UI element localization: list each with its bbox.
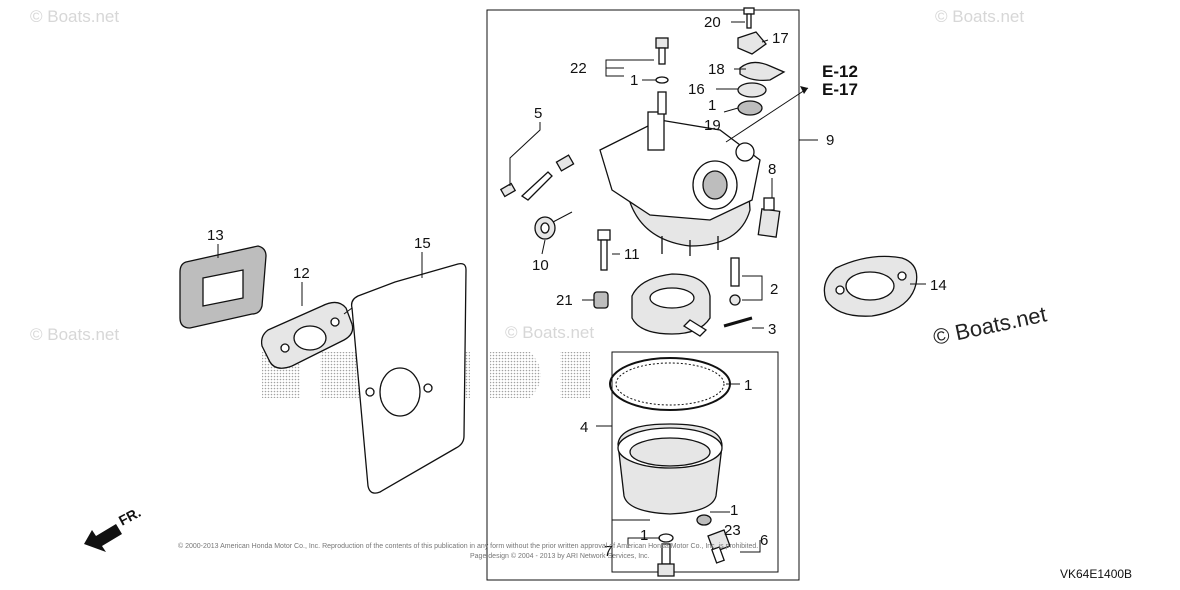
part-11-main-jet[interactable] <box>597 229 611 271</box>
part-5-pilot-screw-set[interactable] <box>499 154 575 201</box>
callout-1-gasket[interactable]: 1 <box>744 377 752 394</box>
watermark-top-left: © Boats.net <box>30 7 119 26</box>
part-18-lever[interactable] <box>739 61 786 82</box>
part-19-seal[interactable] <box>737 100 763 116</box>
part-15-plate[interactable] <box>350 262 467 494</box>
callout-3[interactable]: 3 <box>768 321 776 338</box>
watermark-top-right: © Boats.net <box>935 7 1024 26</box>
copyright-line-2: Page design © 2004 - 2013 by ARI Network… <box>470 552 650 560</box>
front-arrow-icon <box>84 524 122 552</box>
watermark-boats-net: © Boats.net <box>931 301 1049 349</box>
assembly-frame <box>486 9 800 581</box>
callout-5[interactable]: 5 <box>534 105 542 122</box>
part-22-screw[interactable] <box>655 37 669 65</box>
callout-13[interactable]: 13 <box>207 227 224 244</box>
callout-17[interactable]: 17 <box>772 30 789 47</box>
part-1-washer-top[interactable] <box>655 76 669 84</box>
carburetor-float[interactable] <box>631 273 711 337</box>
callout-22[interactable]: 22 <box>570 60 587 77</box>
callout-6[interactable]: 6 <box>760 532 768 549</box>
callout-19[interactable]: 19 <box>704 117 721 134</box>
part-10-throttle-stop-screw[interactable] <box>534 211 573 240</box>
watermark-center: © Boats.net <box>505 323 594 342</box>
part-4-float-chamber[interactable] <box>617 423 723 515</box>
part-1-float-chamber-gasket[interactable] <box>609 357 731 411</box>
diagram-code: VK64E1400B <box>1060 567 1132 581</box>
part-14-gasket[interactable] <box>823 255 918 317</box>
callout-8[interactable]: 8 <box>768 161 776 178</box>
part-21-jet[interactable] <box>593 291 609 309</box>
reference-e17[interactable]: E-17 <box>822 80 858 99</box>
front-label: FR. <box>116 504 143 529</box>
part-16-spring[interactable] <box>737 82 767 98</box>
callout-23[interactable]: 23 <box>724 522 741 539</box>
part-17-lever[interactable] <box>737 31 767 55</box>
callout-18[interactable]: 18 <box>708 61 725 78</box>
callout-11[interactable]: 11 <box>624 246 640 263</box>
callout-12[interactable]: 12 <box>293 265 310 282</box>
part-12-insulator[interactable] <box>260 301 354 369</box>
part-1-stem <box>657 91 667 115</box>
reference-e12[interactable]: E-12 <box>822 62 858 81</box>
callout-1-bolt[interactable]: 1 <box>640 527 648 544</box>
callout-20[interactable]: 20 <box>704 14 721 31</box>
part-3-float-pin[interactable] <box>723 316 753 328</box>
callout-labels: 20 17 22 1 18 16 1 19 5 9 8 13 15 12 10 … <box>207 14 947 560</box>
carburetor-body[interactable] <box>599 111 761 256</box>
callout-10[interactable]: 10 <box>532 257 549 274</box>
copyright-line-1: © 2000-2013 American Honda Motor Co., In… <box>178 542 758 550</box>
part-20-screw[interactable] <box>743 7 755 29</box>
part-8-bracket[interactable] <box>757 197 781 238</box>
part-2-float-valve[interactable] <box>729 257 741 306</box>
part-13-gasket[interactable] <box>179 245 267 329</box>
callout-1-seal[interactable]: 1 <box>708 97 716 114</box>
callout-21[interactable]: 21 <box>556 292 573 309</box>
callout-7[interactable]: 7 <box>604 543 612 560</box>
part-6-drain-bolt[interactable] <box>696 514 731 564</box>
front-direction-indicator: FR. <box>84 504 143 552</box>
callout-1-washer[interactable]: 1 <box>630 72 638 89</box>
callout-9[interactable]: 9 <box>826 132 834 149</box>
callout-4[interactable]: 4 <box>580 419 588 436</box>
callout-1-drain[interactable]: 1 <box>730 502 738 519</box>
callout-2[interactable]: 2 <box>770 281 778 298</box>
watermark-left: © Boats.net <box>30 325 119 344</box>
leader-lines <box>217 21 926 553</box>
callout-16[interactable]: 16 <box>688 81 705 98</box>
callout-14[interactable]: 14 <box>930 277 947 294</box>
callout-15[interactable]: 15 <box>414 235 431 252</box>
reference-labels: E-12 E-17 <box>800 62 858 99</box>
part-7-bolt[interactable] <box>657 533 675 577</box>
